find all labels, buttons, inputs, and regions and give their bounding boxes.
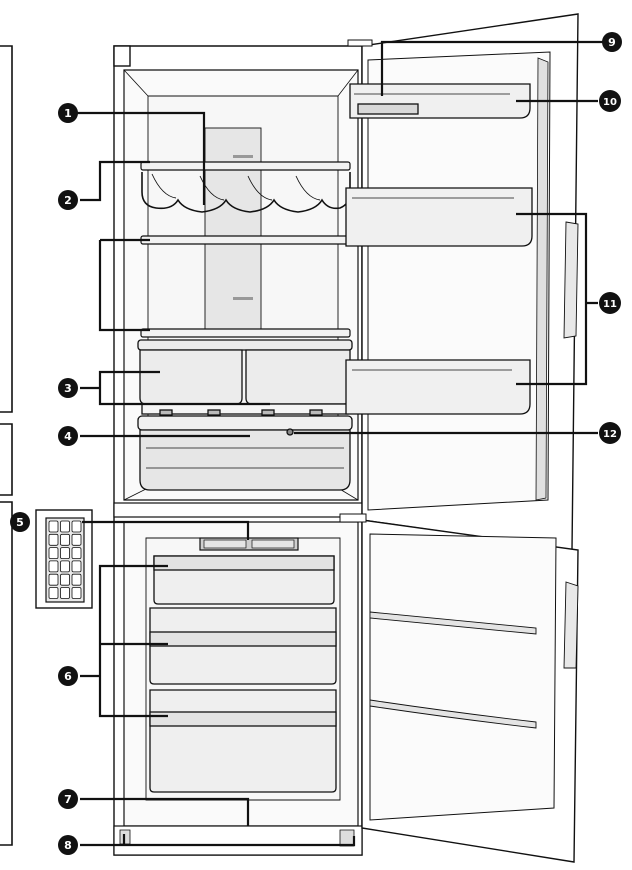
chiller-compartment bbox=[137, 415, 353, 491]
ice-cube-cell bbox=[71, 533, 82, 546]
callout-number: 12 bbox=[603, 429, 617, 440]
ice-cube-cell bbox=[60, 533, 70, 546]
callout-number: 2 bbox=[64, 194, 72, 207]
freezer-door bbox=[339, 513, 579, 863]
ice-cube-cell bbox=[48, 533, 59, 546]
callouts: 1 2 3 4 5 6 7 8 9 10 11 12 bbox=[10, 32, 622, 855]
ice-cube-cell bbox=[60, 587, 70, 599]
callout-number: 7 bbox=[64, 793, 72, 806]
callout-badge: 12 bbox=[599, 422, 621, 444]
door-racks bbox=[345, 83, 533, 415]
callout-badge: 2 bbox=[58, 190, 78, 210]
ice-cube-cell bbox=[71, 560, 82, 573]
leader-lines bbox=[76, 40, 604, 847]
callout-number: 10 bbox=[603, 97, 617, 108]
callout-number: 3 bbox=[64, 382, 72, 395]
ice-cube-cell bbox=[71, 547, 82, 559]
ice-cube-cell bbox=[60, 573, 70, 586]
callout-badge: 6 bbox=[58, 666, 78, 686]
callout-badge: 7 bbox=[58, 789, 78, 809]
ice-cube-cell bbox=[48, 560, 59, 573]
ice-cube-cell bbox=[48, 587, 59, 599]
ice-cube-cell bbox=[71, 587, 82, 599]
ice-cube-cell bbox=[71, 520, 82, 533]
callout-badge: 3 bbox=[58, 378, 78, 398]
ice-cube-cell bbox=[48, 573, 59, 586]
callout-badge: 4 bbox=[58, 426, 78, 446]
callout-badge: 5 bbox=[10, 512, 30, 532]
ice-cube-cell bbox=[60, 547, 70, 559]
callout-number: 11 bbox=[603, 299, 617, 310]
callout-badge: 8 bbox=[58, 835, 78, 855]
freezer-drawers bbox=[149, 555, 337, 793]
callout-number: 9 bbox=[608, 36, 616, 49]
callout-number: 5 bbox=[16, 516, 24, 529]
vegetable-drawers bbox=[137, 339, 353, 416]
callout-badge: 11 bbox=[599, 292, 621, 314]
callout-badge: 9 bbox=[602, 32, 622, 52]
ice-tray-inset bbox=[35, 509, 93, 609]
callout-number: 6 bbox=[64, 670, 72, 683]
ice-tray bbox=[199, 537, 299, 551]
callout-badge: 1 bbox=[58, 103, 78, 123]
ice-cube-cell bbox=[71, 573, 82, 586]
section-brackets bbox=[0, 45, 13, 846]
ice-cube-cell bbox=[48, 520, 59, 533]
ice-cube-cell bbox=[60, 560, 70, 573]
callout-number: 8 bbox=[64, 839, 72, 852]
ice-cube-cell bbox=[60, 520, 70, 533]
upper-glass-shelves bbox=[140, 161, 351, 338]
wine-rack bbox=[141, 172, 351, 213]
callout-number: 1 bbox=[64, 107, 72, 120]
callout-badge: 10 bbox=[599, 90, 621, 112]
ice-cube-cell bbox=[48, 547, 59, 559]
callout-number: 4 bbox=[64, 430, 72, 443]
